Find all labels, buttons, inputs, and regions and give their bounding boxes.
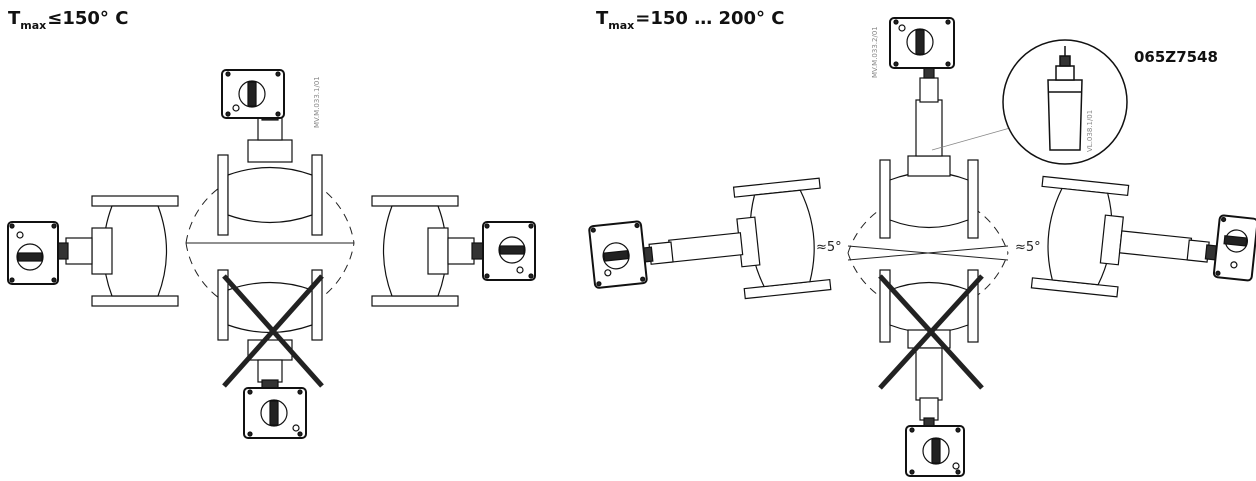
right-title-subscript: max [608,19,635,32]
valve-top [217,69,323,236]
right-valve-right [1030,175,1256,298]
left-allowed-range [185,170,355,316]
left-title: Tmax≤150° C [8,8,129,32]
valve-right [371,195,536,307]
right-valve-left [588,177,832,300]
valve-bottom [217,269,323,439]
detail-circle [1002,39,1128,165]
left-title-subscript: max [20,19,47,32]
part-code-label: 065Z7548 [1134,48,1218,66]
left-drawing-ref: MV.M.033.1/01 [313,76,321,128]
left-title-main: T [8,8,21,29]
right-title: Tmax=150 … 200° C [596,8,785,32]
right-title-rest: =150 … 200° C [635,8,785,29]
panel-tmax-150: Tmax≤150° C [0,0,560,481]
detail-drawing-ref: VL.038.1/01 [1086,109,1094,152]
left-title-rest: ≤150° C [47,8,129,29]
not-allowed-cross [222,274,324,388]
panel-tmax-150-200: Tmax=150 … 200° C [588,0,1256,481]
right-drawing-ref: MV.M.033.2/01 [871,26,879,78]
angle-right-label: ≈5° [1015,240,1041,255]
right-not-allowed-cross [878,274,984,390]
left-mounting-diagram [7,69,536,439]
right-title-main: T [596,8,609,29]
right-mounting-diagram [588,17,1256,477]
angle-left-label: ≈5° [816,240,842,255]
right-valve-top [879,17,1011,239]
valve-left [7,195,179,307]
